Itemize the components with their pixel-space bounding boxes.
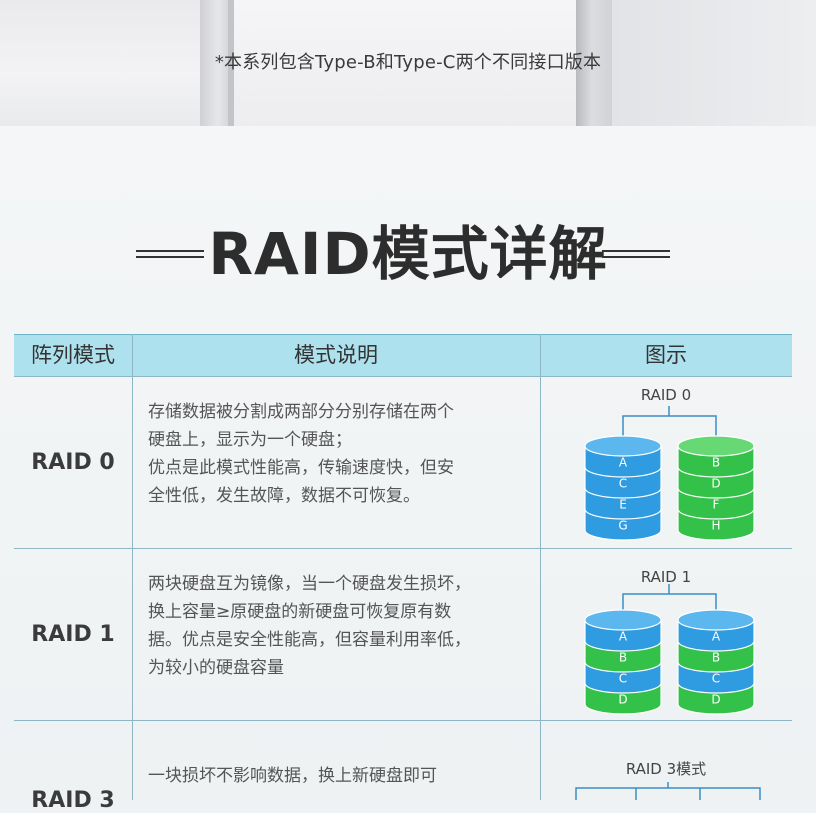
row-divider bbox=[14, 548, 792, 549]
mode-raid0: RAID 0 bbox=[31, 450, 115, 475]
row-divider bbox=[14, 376, 792, 377]
disk-block-letter: C bbox=[712, 672, 720, 686]
device-face bbox=[234, 0, 576, 126]
raid3-diagram bbox=[575, 782, 761, 800]
table-header bbox=[14, 334, 792, 376]
desc-line: 一块损坏不影响数据，换上新硬盘即可 bbox=[148, 766, 437, 786]
disk-block-letter: D bbox=[618, 693, 627, 707]
desc-line: 两块硬盘互为镜像，当一个硬盘发生损坏， bbox=[148, 574, 471, 594]
interface-version-note: *本系列包含Type-B和Type-C两个不同接口版本 bbox=[214, 52, 602, 73]
desc-line: 优点是此模式性能高，传输速度快，但安 bbox=[148, 458, 454, 478]
desc-line: 据。优点是安全性能高，但容量利用率低， bbox=[148, 630, 471, 650]
connector-line bbox=[622, 584, 717, 614]
desc-line: 换上容量≥原硬盘的新硬盘可恢复原有数 bbox=[148, 602, 452, 622]
disk-block-letter: G bbox=[618, 519, 627, 533]
column-divider bbox=[540, 334, 541, 800]
disk-block-letter: A bbox=[712, 630, 721, 644]
device-edge-shadow bbox=[228, 0, 234, 126]
title-decor-left bbox=[136, 250, 204, 260]
device-side bbox=[612, 0, 816, 126]
connector-line bbox=[575, 782, 761, 800]
desc-line: 为较小的硬盘容量 bbox=[148, 658, 284, 678]
desc-raid3: 一块损坏不影响数据，换上新硬盘即可 bbox=[148, 762, 534, 790]
disk-block-letter: H bbox=[711, 519, 720, 533]
diagram-label-raid0: RAID 0 bbox=[640, 386, 692, 404]
desc-line: 硬盘上，显示为一个硬盘； bbox=[148, 430, 352, 450]
disk-block-letter: D bbox=[711, 693, 720, 707]
diagram-label-raid3: RAID 3模式 bbox=[625, 760, 707, 778]
disk-block-letter: E bbox=[619, 498, 627, 512]
desc-raid0: 存储数据被分割成两部分分别存储在两个 硬盘上，显示为一个硬盘； 优点是此模式性能… bbox=[148, 398, 534, 510]
disk-top bbox=[677, 609, 755, 631]
column-divider bbox=[132, 334, 133, 800]
title-decor-right bbox=[602, 250, 670, 260]
desc-line: 全性低，发生故障，数据不可恢复。 bbox=[148, 486, 420, 506]
disk-top bbox=[584, 609, 662, 631]
disk-top bbox=[584, 435, 662, 457]
header-description: 模式说明 bbox=[294, 343, 378, 367]
device-edge-right bbox=[576, 0, 616, 126]
mode-raid3: RAID 3 bbox=[31, 788, 115, 813]
header-diagram: 图示 bbox=[645, 343, 687, 367]
desc-line: 存储数据被分割成两部分分别存储在两个 bbox=[148, 402, 454, 422]
disk-block-letter: B bbox=[619, 651, 627, 665]
header-mode: 阵列模式 bbox=[31, 343, 115, 367]
disk-block-letter: A bbox=[619, 630, 628, 644]
device-edge-left bbox=[200, 0, 230, 126]
product-banner: *本系列包含Type-B和Type-C两个不同接口版本 bbox=[0, 0, 816, 126]
connector-line bbox=[622, 406, 717, 438]
row-divider bbox=[14, 720, 792, 721]
disk-block-letter: B bbox=[712, 456, 720, 470]
disk-block-letter: D bbox=[711, 477, 720, 491]
desc-raid1: 两块硬盘互为镜像，当一个硬盘发生损坏， 换上容量≥原硬盘的新硬盘可恢复原有数 据… bbox=[148, 570, 534, 682]
disk-block-letter: F bbox=[713, 498, 720, 512]
disk-block-letter: C bbox=[619, 477, 627, 491]
section-title-block: RAID模式详解 bbox=[0, 214, 816, 294]
disk-top bbox=[677, 435, 755, 457]
section-title: RAID模式详解 bbox=[208, 220, 608, 288]
mode-raid1: RAID 1 bbox=[31, 622, 115, 647]
disk-block-letter: C bbox=[619, 672, 627, 686]
disk-block-letter: A bbox=[619, 456, 628, 470]
disk-block-letter: B bbox=[712, 651, 720, 665]
diagram-label-raid1: RAID 1 bbox=[640, 568, 692, 586]
